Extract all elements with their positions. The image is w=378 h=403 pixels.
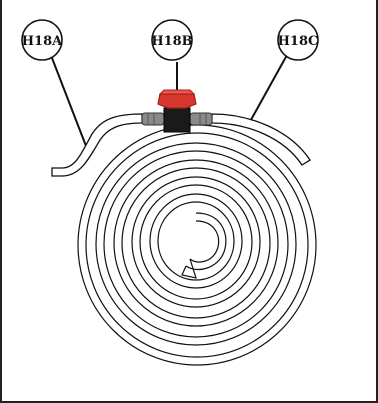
leader-line-h18a — [51, 57, 87, 147]
leader-line-h18c — [246, 54, 288, 128]
callout-h18c: H18C — [277, 19, 319, 61]
red-shutoff-valve — [141, 89, 213, 133]
callout-label-h18c: H18C — [278, 34, 319, 49]
callout-h18b: H18B — [151, 19, 193, 61]
hose-top-run — [51, 113, 311, 177]
coiled-hose — [77, 124, 317, 366]
callout-label-h18a: H18A — [22, 34, 63, 49]
callout-h18a: H18A — [21, 19, 63, 61]
callout-label-h18b: H18B — [151, 34, 192, 49]
